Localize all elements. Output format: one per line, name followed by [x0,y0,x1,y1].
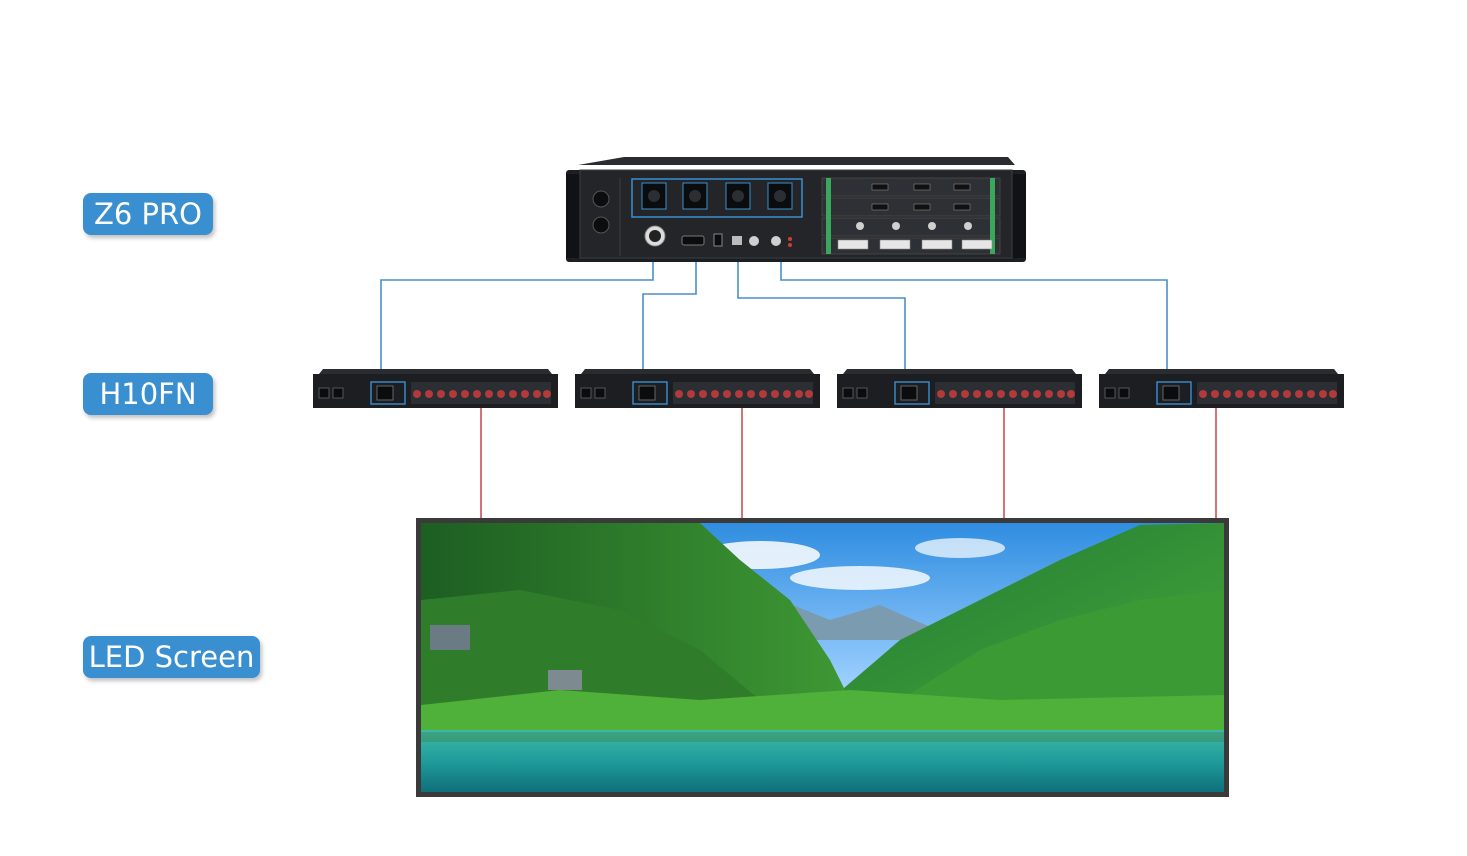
led-screen-label: LED Screen [83,636,260,678]
landscape-image [421,523,1224,792]
link-z6-to-h10fn-3 [737,252,906,388]
link-z6-to-h10fn-2 [642,252,697,388]
h10fn-device-2 [575,369,820,408]
ethernet-links [380,252,1168,388]
z6-pro-device [566,157,1026,262]
output-port-1-icon [641,182,667,210]
h10fn-device-1 [313,369,558,408]
h10fn-label: H10FN [83,373,213,415]
z6-pro-label: Z6 PRO [83,193,213,235]
h10fn-device-3 [837,369,1082,408]
z6-input-cards [821,177,1001,255]
link-z6-to-h10fn-1 [380,252,654,388]
fiber-links [480,408,1217,519]
power-outlet-icon [592,216,610,234]
link-z6-to-h10fn-4 [780,252,1168,388]
power-switch-icon [592,190,610,208]
led-screen [416,518,1229,797]
h10fn-device-4 [1099,369,1344,408]
